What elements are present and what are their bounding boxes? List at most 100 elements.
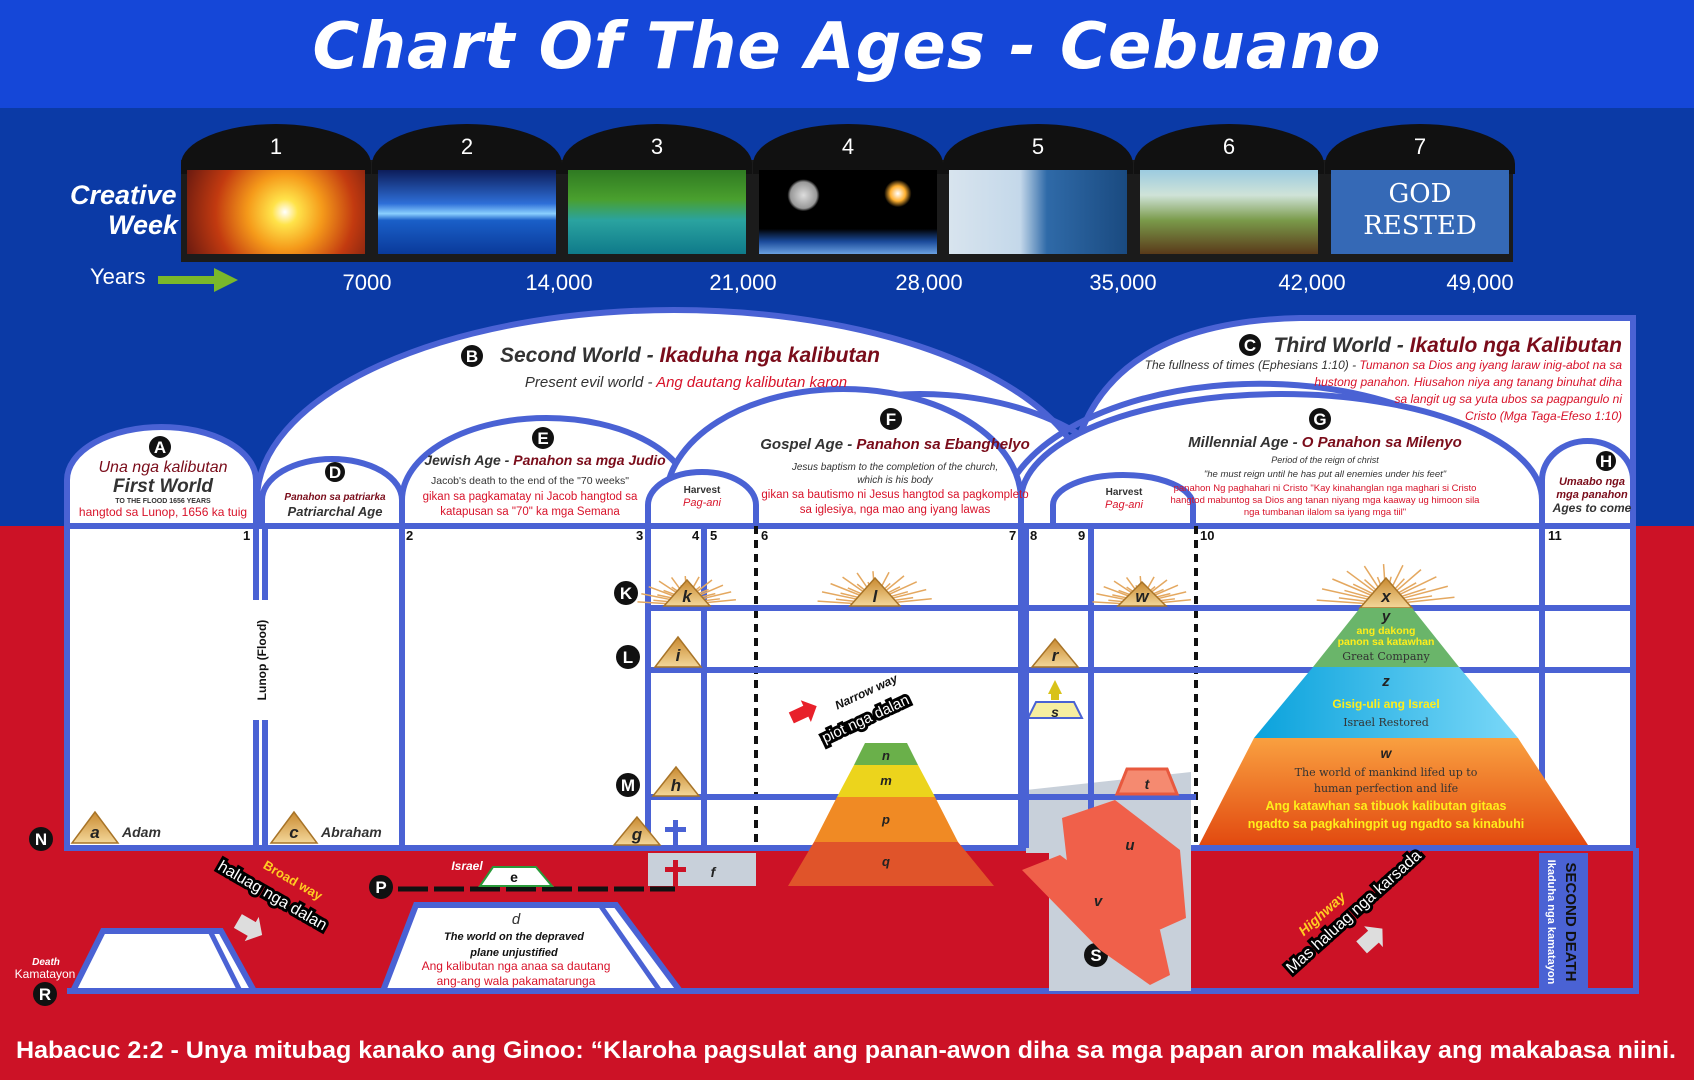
sunburst-ray [1398, 585, 1448, 601]
creative-week-label-2: Week [108, 210, 179, 240]
first-world-ceb: Una nga kalibutan [99, 459, 228, 476]
marker-l: L [616, 645, 640, 669]
third-world-ceb-line: hustong panahon. Hiusahon niya ang tanan… [1314, 375, 1622, 389]
first-world-sub-ceb: hangtod sa Lunop, 1656 ka tuig [79, 505, 247, 519]
sunburst-ray [1316, 599, 1373, 605]
day-7-text-2: RESTED [1363, 211, 1477, 241]
plane-w-triangle [1116, 580, 1168, 607]
marker-d: D [325, 462, 345, 482]
ages-to-come-text: Umaabo nga mga panahon Ages to come [1552, 476, 1632, 515]
years-label: Years [90, 264, 146, 289]
pyramid-y-label: y [1381, 608, 1391, 625]
gospel-age-ceb: Panahon sa Ebanghelyo [856, 436, 1029, 453]
plane-t-trapezoid [1114, 767, 1180, 796]
second-world-ceb: Ikaduha nga kalibutan [659, 344, 880, 367]
plane-i-triangle [653, 635, 703, 668]
marker-g: G [1309, 408, 1331, 430]
day-5-birds-fish-image [949, 170, 1127, 254]
plane-a-label: a [90, 823, 99, 842]
divider-7: 7 [1009, 528, 1016, 543]
title-bar: Chart Of The Ages - Cebuano [0, 0, 1694, 108]
svg-text:H: H [1600, 452, 1612, 471]
third-world-text: Third World - Ikatulo nga Kalibutan The … [1145, 334, 1623, 423]
green-arrow-icon [158, 268, 238, 292]
second-death-ceb: Ikaduha nga kamatayon [1545, 860, 1557, 985]
first-world-text: Una nga kalibutan First World TO THE FLO… [79, 459, 247, 519]
svg-text:A: A [154, 438, 166, 457]
day-3-land-image [568, 170, 746, 254]
svg-text:F: F [886, 410, 896, 429]
day-6-man-animals-image [1140, 170, 1318, 254]
pyramid-z-en: Israel Restored [1343, 716, 1429, 729]
pyramid-y-en: Great Company [1342, 650, 1430, 663]
marker-n: N [29, 827, 53, 851]
divider-1: 1 [243, 528, 250, 543]
millennial-pyramid: x y ang dakong panon sa katawhan Great C… [1199, 576, 1588, 845]
plane-m-label: m [880, 773, 892, 788]
sunburst-ray [884, 581, 918, 597]
plane-p-label: p [881, 812, 890, 827]
first-world-sub: TO THE FLOOD 1656 YEARS [115, 498, 211, 505]
jewish-age-ceb-line: gikan sa pagkamatay ni Jacob hangtod sa [423, 491, 638, 503]
day-7-text-1: GOD [1388, 179, 1452, 209]
second-world-sub-en: Present evil world - [525, 374, 656, 391]
depraved-plane [378, 902, 686, 994]
marker-p: P [369, 875, 393, 899]
plane-k-triangle [662, 578, 712, 607]
adam-label: Adam [121, 824, 161, 840]
sunburst-ray [641, 593, 675, 602]
millennial-ceb-line: panahon Ng paghahari ni Cristo "Kay kina… [1174, 483, 1477, 494]
marker-e: E [532, 427, 554, 449]
harvest-arch-1 [645, 469, 759, 529]
svg-text:G: G [1313, 410, 1326, 429]
plane-w-label: w [1135, 587, 1150, 606]
plane-q-label: q [882, 854, 890, 869]
pyramid-y-ceb: ang dakong [1357, 625, 1416, 637]
plane-e-label: e [510, 869, 518, 885]
plane-r-label: r [1052, 646, 1060, 665]
plane-h-label: h [671, 776, 681, 795]
second-death-bar [1539, 853, 1588, 991]
svg-text:N: N [35, 830, 47, 849]
svg-text:K: K [620, 584, 633, 603]
divider-10: 10 [1200, 528, 1214, 543]
gospel-pyramid: n m p q [788, 743, 994, 886]
pyramid-w-ceb: ngadto sa pagkahingpit ug ngadto sa kina… [1248, 817, 1524, 831]
jewish-age-ceb: Panahon sa mga Judio [513, 452, 666, 468]
svg-text:The fullness of times (Ephesia: The fullness of times (Ephesians 1:10) -… [1145, 358, 1623, 372]
plane-v-block [1022, 855, 1170, 985]
death-ceb: Kamatayon [15, 967, 76, 981]
sunburst-ray [648, 586, 677, 598]
jewish-age-sub: Jacob's death to the end of the "70 week… [431, 475, 629, 487]
third-world-ceb-line: Cristo (Mga Taga-Efeso 1:10) [1465, 409, 1622, 423]
gospel-age-en: Gospel Age - [760, 436, 856, 453]
highway-ceb: Mas haluag nga karsada [1283, 847, 1425, 977]
death-plane [68, 928, 260, 994]
year-tick: 21,000 [709, 270, 777, 295]
jewish-age-text: Jewish Age - Panahon sa mga Judio Jacob'… [423, 452, 667, 518]
sunburst-ray [887, 588, 927, 601]
sunburst-ray [1399, 596, 1455, 604]
pyramid-z-ceb: Gisig-uli ang Israel [1332, 697, 1439, 711]
sunburst-ray [1346, 570, 1379, 595]
svg-text:R: R [39, 985, 51, 1004]
plane-u-block [1062, 800, 1186, 934]
marker-f: F [880, 408, 902, 430]
year-tick: 35,000 [1089, 270, 1157, 295]
plane-k-label: k [682, 587, 693, 606]
plane-l-triangle [848, 576, 902, 607]
divider-4: 4 [692, 528, 700, 543]
millennial-age-ceb: O Panahon sa Milenyo [1302, 434, 1462, 451]
marker-r: R [33, 982, 57, 1006]
plane-s-trapezoid [1026, 701, 1084, 719]
sunburst-ray [1395, 576, 1437, 597]
svg-text:P: P [375, 878, 386, 897]
sunburst-ray [1392, 569, 1422, 595]
millennial-ceb-line: hangtod mabuntog sa Dios ang tanan niyan… [1171, 495, 1481, 506]
gospel-age-ceb-line: sa iglesiya, nga mao ang iyang lawas [800, 504, 991, 516]
depraved-ceb: Ang kalibutan nga anaa sa dautang [422, 959, 611, 973]
first-world-en: First World [113, 476, 213, 497]
flood-label: Lunop (Flood) [255, 620, 269, 701]
highway-arrow-icon [1356, 926, 1383, 954]
